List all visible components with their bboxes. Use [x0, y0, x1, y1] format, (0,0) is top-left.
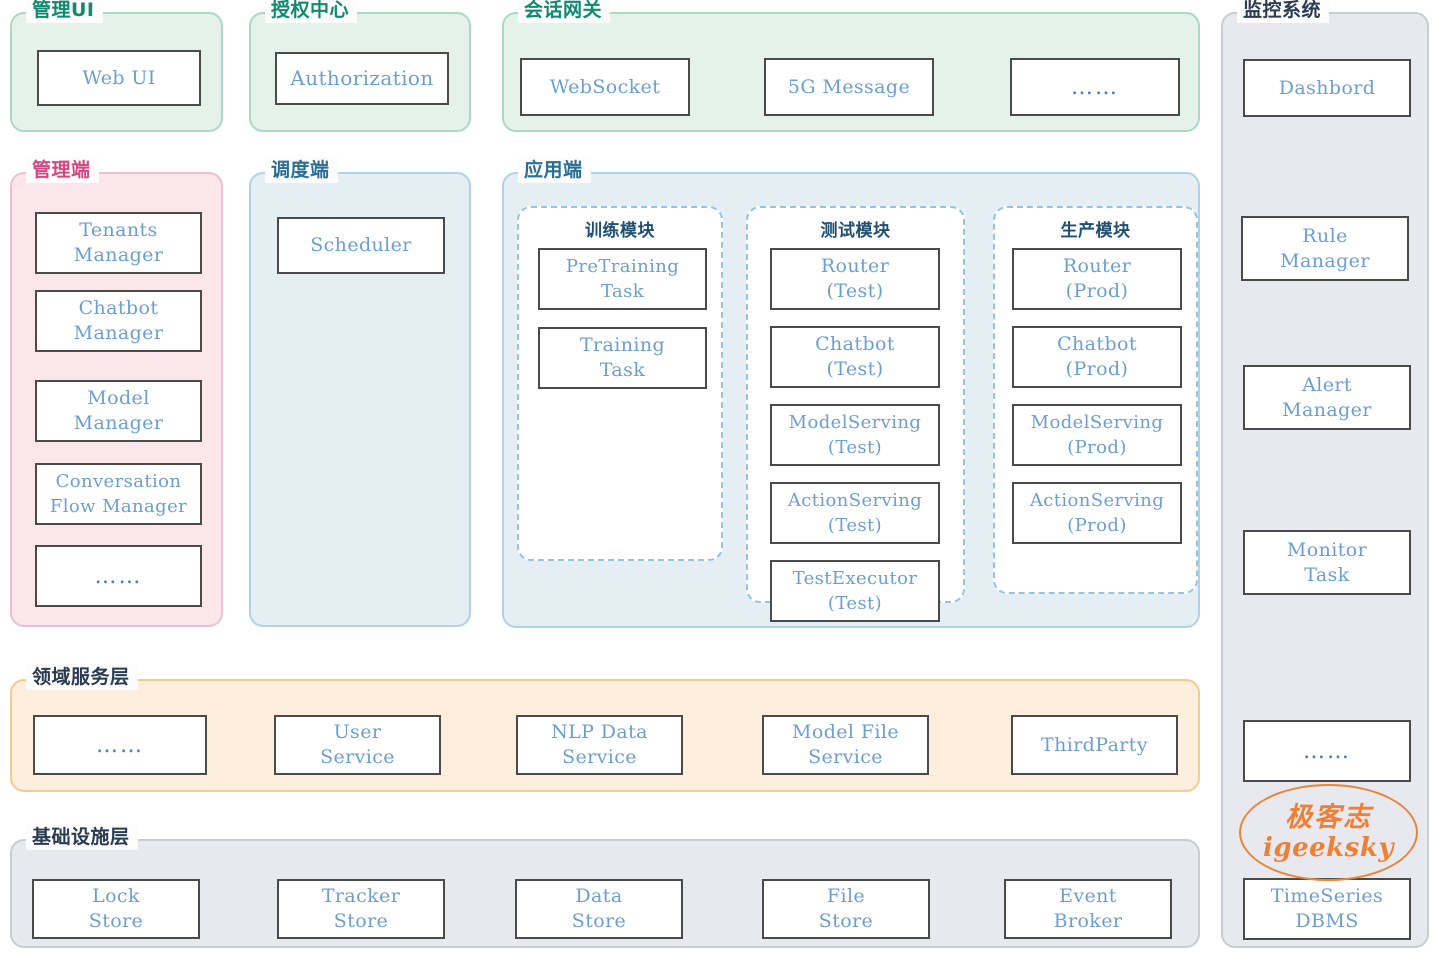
- node-testexecutor-test[interactable]: TestExecutor (Test): [770, 560, 940, 622]
- node-domain-service-more[interactable]: ……: [33, 715, 207, 775]
- panel-title-admin-side: 管理端: [26, 157, 99, 183]
- node-monitoring-more[interactable]: ……: [1243, 720, 1411, 782]
- node-admin-side-more[interactable]: ……: [35, 545, 202, 607]
- panel-title-domain-service-layer: 领域服务层: [26, 664, 138, 690]
- node-user-service[interactable]: User Service: [274, 715, 441, 775]
- node-rule-manager[interactable]: Rule Manager: [1241, 216, 1409, 281]
- panel-infrastructure-layer: 基础设施层 Lock Store Tracker Store Data Stor…: [10, 824, 1200, 948]
- panel-title-auth-center: 授权中心: [265, 0, 358, 23]
- panel-scheduler-side: 调度端 Scheduler: [249, 157, 471, 627]
- node-tracker-store[interactable]: Tracker Store: [277, 879, 445, 939]
- submodule-title-training: 训练模块: [585, 221, 655, 241]
- node-actionserving-prod[interactable]: ActionServing (Prod): [1012, 482, 1182, 544]
- node-5g-message[interactable]: 5G Message: [764, 58, 934, 116]
- submodule-test: 测试模块 Router (Test) Chatbot (Test) ModelS…: [746, 206, 965, 622]
- node-nlp-data-service[interactable]: NLP Data Service: [516, 715, 683, 775]
- node-scheduler[interactable]: Scheduler: [277, 217, 445, 274]
- submodule-training: 训练模块 PreTraining Task Training Task: [517, 206, 723, 561]
- node-actionserving-test[interactable]: ActionServing (Test): [770, 482, 940, 544]
- panel-admin-ui: 管理UI Web UI: [10, 0, 223, 132]
- node-chatbot-prod[interactable]: Chatbot (Prod): [1012, 326, 1182, 388]
- node-authorization[interactable]: Authorization: [275, 52, 449, 105]
- node-alert-manager[interactable]: Alert Manager: [1243, 365, 1411, 430]
- node-data-store[interactable]: Data Store: [515, 879, 683, 939]
- node-modelserving-prod[interactable]: ModelServing (Prod): [1012, 404, 1182, 466]
- node-model-file-service[interactable]: Model File Service: [762, 715, 929, 775]
- panel-title-session-gateway: 会话网关: [518, 0, 611, 23]
- panel-domain-service-layer: 领域服务层 …… User Service NLP Data Service M…: [10, 664, 1200, 792]
- panel-session-gateway: 会话网关 WebSocket 5G Message ……: [502, 0, 1200, 132]
- node-timeseries-dbms[interactable]: TimeSeries DBMS: [1243, 878, 1411, 940]
- node-session-gateway-more[interactable]: ……: [1010, 58, 1180, 116]
- panel-title-infrastructure-layer: 基础设施层: [26, 824, 138, 850]
- node-file-store[interactable]: File Store: [762, 879, 930, 939]
- node-chatbot-manager[interactable]: Chatbot Manager: [35, 290, 202, 352]
- node-tenants-manager[interactable]: Tenants Manager: [35, 212, 202, 274]
- node-pretraining-task[interactable]: PreTraining Task: [538, 248, 707, 310]
- node-event-broker[interactable]: Event Broker: [1004, 879, 1172, 939]
- node-training-task[interactable]: Training Task: [538, 327, 707, 389]
- node-conversation-flow-manager[interactable]: Conversation Flow Manager: [35, 463, 202, 525]
- panel-application-side: 应用端 训练模块 PreTraining Task Training Task …: [502, 157, 1200, 628]
- panel-title-scheduler-side: 调度端: [265, 157, 338, 183]
- panel-monitoring-system: 监控系统 Dashbord Rule Manager Alert Manager…: [1221, 0, 1429, 948]
- node-web-ui[interactable]: Web UI: [37, 50, 201, 106]
- node-dashbord[interactable]: Dashbord: [1243, 59, 1411, 117]
- node-lock-store[interactable]: Lock Store: [32, 879, 200, 939]
- panel-admin-side: 管理端 Tenants Manager Chatbot Manager Mode…: [10, 157, 223, 627]
- node-websocket[interactable]: WebSocket: [520, 58, 690, 116]
- panel-title-application-side: 应用端: [518, 157, 591, 183]
- panel-auth-center: 授权中心 Authorization: [249, 0, 471, 132]
- panel-title-monitoring-system: 监控系统: [1237, 0, 1330, 23]
- node-chatbot-test[interactable]: Chatbot (Test): [770, 326, 940, 388]
- node-model-manager[interactable]: Model Manager: [35, 380, 202, 442]
- submodule-title-production: 生产模块: [1060, 221, 1131, 241]
- submodule-production: 生产模块 Router (Prod) Chatbot (Prod) ModelS…: [993, 206, 1198, 594]
- node-thirdparty[interactable]: ThirdParty: [1011, 715, 1178, 775]
- node-router-test[interactable]: Router (Test): [770, 248, 940, 310]
- submodule-title-test: 测试模块: [820, 221, 891, 241]
- panel-title-admin-ui: 管理UI: [26, 0, 103, 23]
- node-modelserving-test[interactable]: ModelServing (Test): [770, 404, 940, 466]
- node-router-prod[interactable]: Router (Prod): [1012, 248, 1182, 310]
- node-monitor-task[interactable]: Monitor Task: [1243, 530, 1411, 595]
